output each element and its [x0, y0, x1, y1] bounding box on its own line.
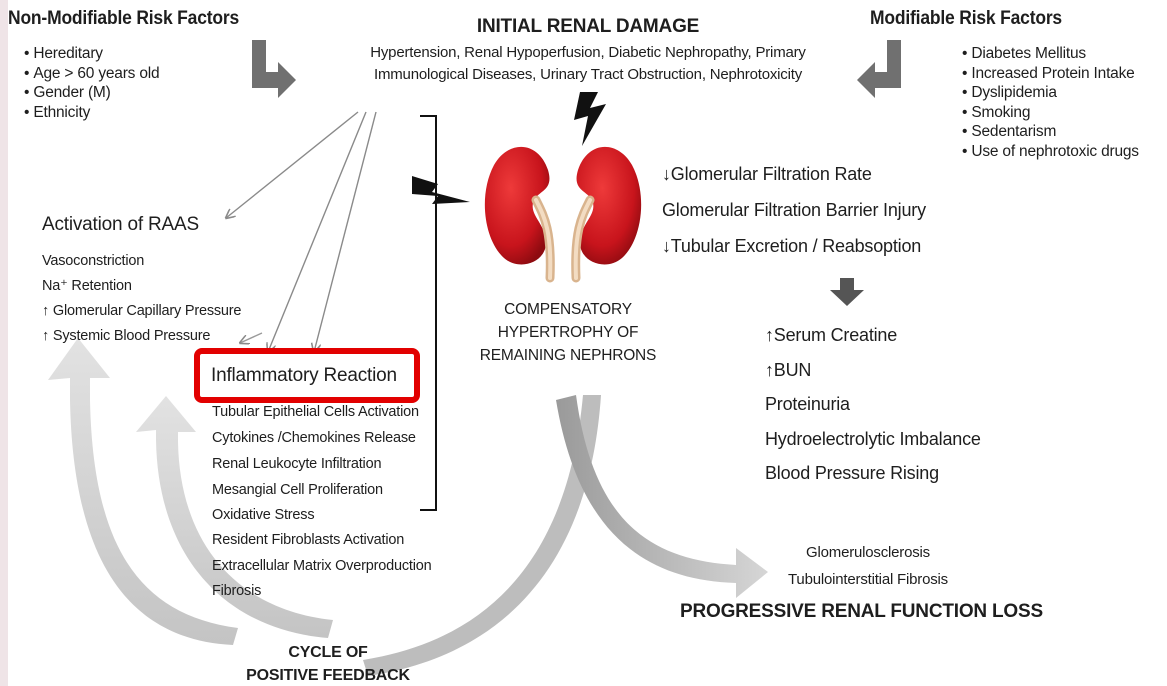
initial-damage-title: INITIAL RENAL DAMAGE: [338, 16, 838, 38]
kidneys-icon: [485, 147, 641, 278]
kidney-effects: ↓Glomerular Filtration Rate Glomerular F…: [662, 156, 926, 264]
inflammatory-title: Inflammatory Reaction: [211, 365, 397, 387]
inflammatory-item: Resident Fibroblasts Activation: [212, 531, 404, 550]
inflammatory-item: Fibrosis: [212, 582, 261, 601]
list-item: Use of nephrotoxic drugs: [962, 142, 1139, 162]
compensatory-label: COMPENSATORY HYPERTROPHY OF REMAINING NE…: [448, 298, 688, 367]
list-item: Gender (M): [24, 83, 159, 103]
inflammatory-item: Renal Leukocyte Infiltration: [212, 455, 381, 474]
raas-item: ↑ Systemic Blood Pressure: [42, 327, 210, 346]
inflammatory-item: Oxidative Stress: [212, 506, 314, 525]
raas-item: ↑ Glomerular Capillary Pressure: [42, 302, 241, 321]
down-arrow-icon: [830, 278, 864, 306]
outcome-title: PROGRESSIVE RENAL FUNCTION LOSS: [680, 601, 1043, 623]
cycle-label-2: POSITIVE FEEDBACK: [228, 667, 428, 685]
lab-finding: Proteinuria: [765, 387, 981, 422]
list-item: Increased Protein Intake: [962, 64, 1139, 84]
compensatory-line: REMAINING NEPHRONS: [448, 344, 688, 367]
bent-arrow-icon: [857, 40, 901, 98]
lab-finding: Blood Pressure Rising: [765, 456, 981, 491]
list-item: Ethnicity: [24, 103, 159, 123]
list-item: Sedentarism: [962, 122, 1139, 142]
list-item: Age > 60 years old: [24, 64, 159, 84]
kidney-effect: Glomerular Filtration Barrier Injury: [662, 192, 926, 228]
lightning-bolt-icon: [412, 176, 470, 204]
outcome-line-1: Glomerulosclerosis: [748, 544, 988, 561]
kidney-effect: ↓Tubular Excretion / Reabsoption: [662, 228, 926, 264]
lab-findings: ↑Serum Creatine ↑BUN Proteinuria Hydroel…: [765, 318, 981, 491]
non-modifiable-list: Hereditary Age > 60 years old Gender (M)…: [24, 44, 159, 122]
lab-finding: ↑BUN: [765, 353, 981, 388]
modifiable-list: Diabetes Mellitus Increased Protein Inta…: [962, 44, 1139, 161]
lightning-bolt-icon: [574, 92, 606, 146]
raas-title: Activation of RAAS: [42, 214, 199, 236]
thin-arrows: [226, 112, 376, 352]
modifiable-title: Modifiable Risk Factors: [870, 8, 1062, 30]
raas-item: Vasoconstriction: [42, 252, 144, 271]
inflammatory-item: Mesangial Cell Proliferation: [212, 481, 383, 500]
compensatory-line: COMPENSATORY: [448, 298, 688, 321]
list-item: Diabetes Mellitus: [962, 44, 1139, 64]
list-item: Hereditary: [24, 44, 159, 64]
bent-arrow-icon: [252, 40, 296, 98]
initial-damage-line-1: Hypertension, Renal Hypoperfusion, Diabe…: [328, 44, 848, 61]
inflammatory-item: Extracellular Matrix Overproduction: [212, 557, 431, 576]
diagram-canvas: Non-Modifiable Risk Factors Hereditary A…: [8, 0, 1167, 686]
kidney-effect: ↓Glomerular Filtration Rate: [662, 156, 926, 192]
raas-item: Na⁺ Retention: [42, 277, 132, 296]
inflammatory-item: Tubular Epithelial Cells Activation: [212, 403, 419, 422]
raas-return-arrow: [240, 333, 262, 343]
cycle-label-1: CYCLE OF: [228, 644, 428, 662]
lab-finding: ↑Serum Creatine: [765, 318, 981, 353]
list-item: Smoking: [962, 103, 1139, 123]
bracket: [420, 116, 436, 510]
compensatory-line: HYPERTROPHY OF: [448, 321, 688, 344]
lab-finding: Hydroelectrolytic Imbalance: [765, 422, 981, 457]
inflammatory-item: Cytokines /Chemokines Release: [212, 429, 416, 448]
non-modifiable-title: Non-Modifiable Risk Factors: [8, 8, 239, 30]
initial-damage-line-2: Immunological Diseases, Urinary Tract Ob…: [328, 66, 848, 83]
list-item: Dyslipidemia: [962, 83, 1139, 103]
outcome-line-2: Tubulointerstitial Fibrosis: [748, 571, 988, 588]
